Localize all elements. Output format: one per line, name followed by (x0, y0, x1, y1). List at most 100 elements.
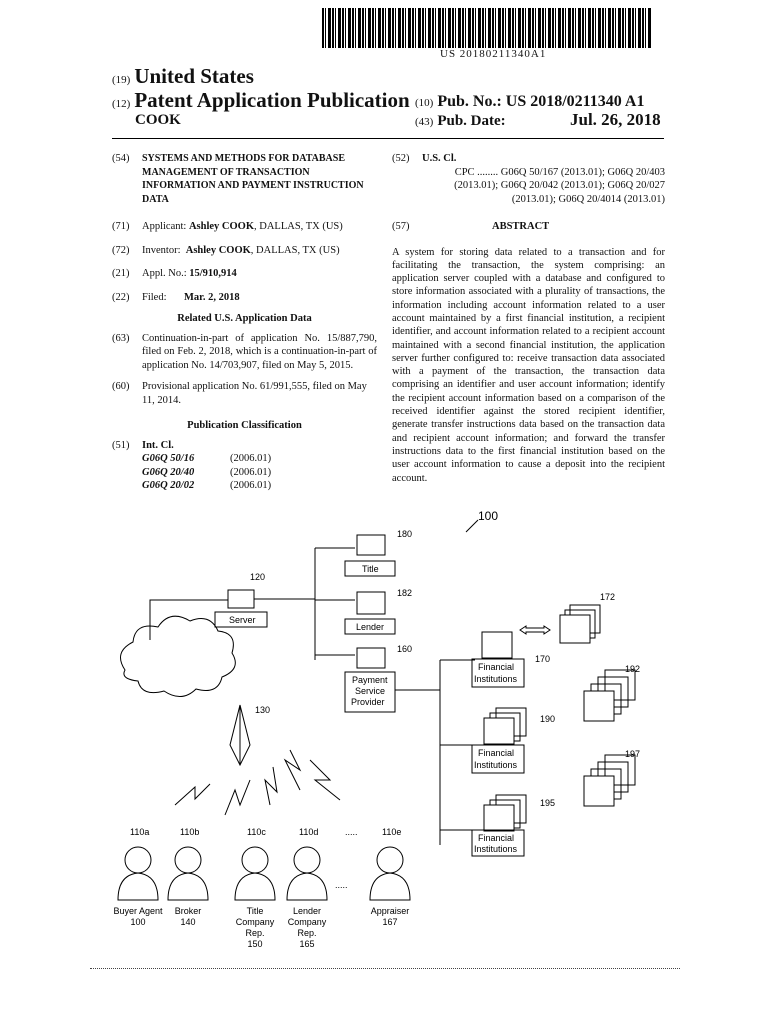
ref-tower: 130 (255, 705, 270, 715)
title-label: Title (362, 564, 379, 574)
country-line: (19) United States (112, 64, 254, 88)
user-label: Company (236, 917, 275, 927)
class-heading: Publication Classification (187, 420, 302, 431)
svg-text:192: 192 (625, 664, 640, 674)
intcl-row: G06Q 20/02(2006.01) (142, 480, 272, 491)
svg-text:Financial: Financial (478, 748, 514, 758)
svg-text:Institutions: Institutions (474, 760, 518, 770)
title-field: (54)SYSTEMS AND METHODS FOR DATABASE MAN… (112, 153, 364, 205)
users-ellipsis: ..... (335, 880, 348, 890)
user-label: Broker (175, 906, 202, 916)
pub-date: Jul. 26, 2018 (570, 110, 661, 129)
filed-field: (22)Filed:Mar. 2, 2018 (112, 291, 240, 303)
related-heading: Related U.S. Application Data (177, 313, 312, 324)
user-label: Appraiser (371, 906, 410, 916)
inventor-field: (72)Inventor: Ashley COOK, DALLAS, TX (U… (112, 244, 340, 256)
appl-no-field: (21)Appl. No.: 15/910,914 (112, 268, 237, 279)
svg-text:Institutions: Institutions (474, 674, 518, 684)
user-body-icon (234, 872, 276, 901)
user-ref: 110b (180, 827, 199, 837)
fi-group-2: Financial Institutions 190 192 (471, 664, 640, 774)
user-label: 167 (382, 917, 397, 927)
ref-server: 120 (250, 572, 265, 582)
user-label: 100 (130, 917, 145, 927)
svg-text:195: 195 (540, 798, 555, 808)
barcode (322, 8, 652, 48)
abstract-text: A system for storing data related to a t… (392, 246, 665, 484)
user-head-icon (376, 846, 404, 874)
user-head-icon (124, 846, 152, 874)
user-label: Lender (293, 906, 321, 916)
user-label: Company (288, 917, 327, 927)
user-head-icon (293, 846, 321, 874)
title-label-box (344, 560, 396, 577)
svg-text:170: 170 (535, 654, 550, 664)
pub-date-line: (43) Pub. Date: (415, 113, 506, 129)
uscl-field: (52)U.S. Cl.CPC ........ G06Q 50/167 (20… (392, 153, 665, 205)
lender-label-box (344, 618, 396, 635)
intcl-field: (51)Int. Cl. G06Q 50/16(2006.01) G06Q 20… (112, 439, 377, 493)
user-label: Rep. (245, 928, 264, 938)
svg-text:172: 172 (600, 592, 615, 602)
user-head-icon (241, 846, 269, 874)
psp-label-1: Payment (352, 675, 388, 685)
user-ref: 110d (299, 827, 318, 837)
user-head-icon (174, 846, 202, 874)
pub-type-line: (12) Patent Application Publication (112, 88, 410, 112)
psp-label-2: Service (355, 686, 385, 696)
fi-group-1: Financial Institutions 170 172 (471, 592, 615, 688)
applicant-field: (71)Applicant: Ashley COOK, DALLAS, TX (… (112, 221, 343, 232)
network-cloud (120, 615, 236, 697)
fi-group-3: Financial Institutions 195 197 (471, 749, 640, 857)
user-ref: 110c (247, 827, 266, 837)
footer-rule (90, 968, 680, 969)
intcl-row: G06Q 20/40(2006.01) (142, 466, 272, 478)
user-label: 150 (247, 939, 262, 949)
server-links (254, 547, 355, 660)
ref-system: 100 (478, 509, 498, 523)
user-body-icon (117, 872, 159, 901)
header-rule (112, 138, 664, 139)
user-label: Rep. (297, 928, 316, 938)
svg-text:Financial: Financial (478, 662, 514, 672)
user-body-icon (286, 872, 328, 901)
server-label: Server (229, 615, 256, 625)
ref-arrow (465, 519, 479, 533)
lender-label: Lender (356, 622, 384, 632)
barcode-number: US 20180211340A1 (440, 48, 547, 60)
ref-lender: 182 (397, 588, 412, 598)
fi-links (395, 659, 475, 845)
user-body-icon (167, 872, 209, 901)
user-label: Title (247, 906, 264, 916)
psp-label-3: Provider (351, 697, 385, 707)
psp-box (356, 647, 386, 669)
wireless-signals (174, 749, 341, 816)
user-label: Buyer Agent (113, 906, 163, 916)
abstract-heading-row: (57)ABSTRACT (392, 221, 550, 232)
right-column: (52)U.S. Cl.CPC ........ G06Q 50/167 (20… (392, 152, 665, 485)
inventor-surname: COOK (135, 112, 181, 128)
cip-field: (63)Continuation-in-part of application … (112, 332, 377, 371)
server-label-box (214, 611, 268, 628)
user-ref: 110a (130, 827, 149, 837)
cloud-server-link (149, 599, 228, 640)
psp-label-box (344, 671, 396, 713)
figure-diagram: 100 Server 120 Title 180 Lender 182 Paym… (113, 509, 640, 949)
server-box (227, 589, 255, 609)
pub-no-line: (10) Pub. No.: US 2018/0211340 A1 (415, 93, 645, 110)
intcl-row: G06Q 50/16(2006.01) (142, 453, 272, 464)
user-ref: 110e (382, 827, 401, 837)
ref-psp: 160 (397, 644, 412, 654)
left-column: (54)SYSTEMS AND METHODS FOR DATABASE MAN… (112, 152, 377, 493)
title-box (356, 534, 386, 556)
svg-text:190: 190 (540, 714, 555, 724)
lender-box (356, 591, 386, 615)
ref-title: 180 (397, 529, 412, 539)
refs-ellipsis: ..... (345, 827, 358, 837)
tower-icon (229, 704, 251, 767)
